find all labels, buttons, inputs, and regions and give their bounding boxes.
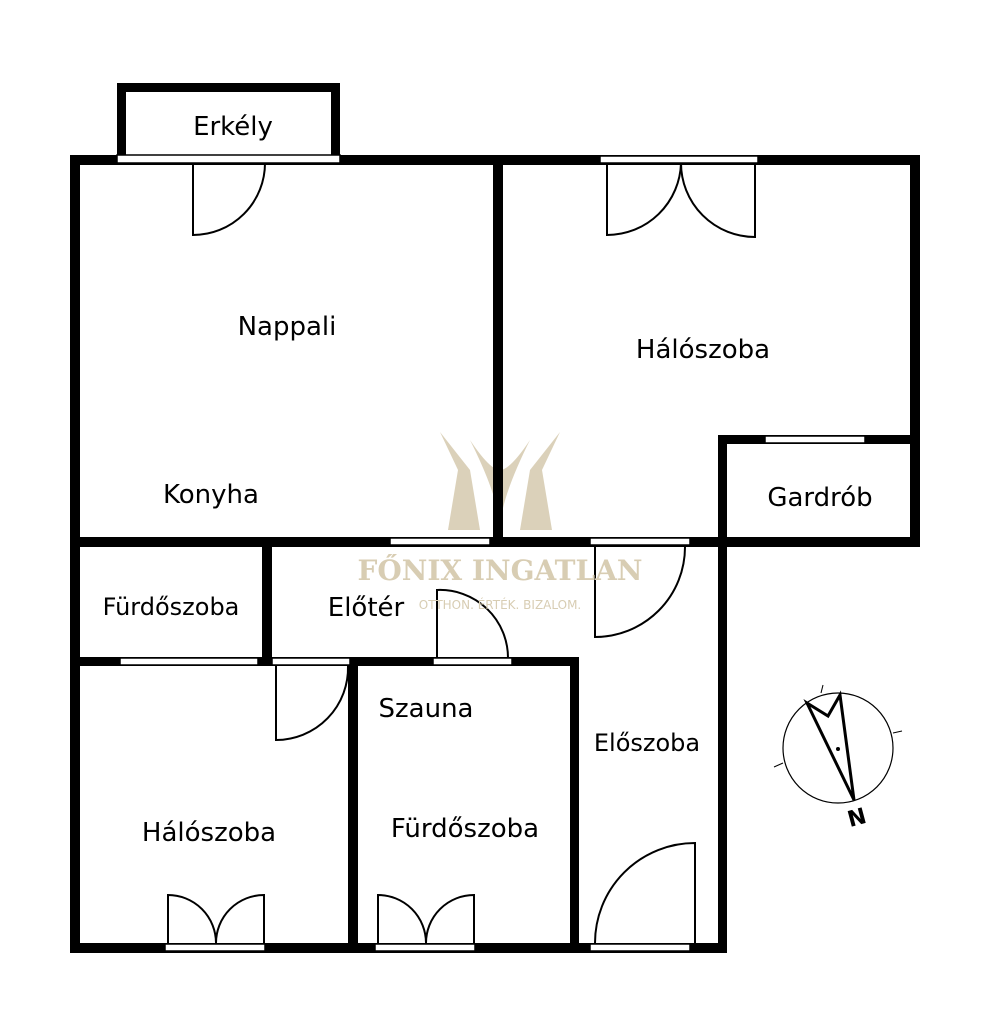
room-label-haloszoba-bottom: Hálószoba: [142, 818, 276, 848]
room-label-haloszoba-top: Hálószoba: [636, 335, 770, 365]
watermark-tagline: OTTHON. ÉRTÉK. BIZALOM.: [419, 597, 582, 612]
room-label-eloter: Előtér: [328, 593, 405, 623]
openings: [116, 154, 866, 952]
doors: [167, 162, 756, 944]
room-label-gardrob: Gardrób: [767, 483, 872, 513]
compass-icon: N: [773, 684, 903, 833]
room-label-szauna: Szauna: [379, 694, 474, 724]
room-label-furdoszoba-small: Fürdőszoba: [103, 593, 240, 621]
room-label-erkely: Erkély: [193, 112, 273, 142]
watermark-brand: FŐNIX INGATLAN: [357, 553, 642, 587]
room-label-konyha: Konyha: [163, 480, 259, 510]
compass-north-label: N: [845, 804, 869, 833]
room-label-eloszoba: Előszoba: [594, 729, 700, 757]
room-label-furdoszoba-big: Fürdőszoba: [391, 814, 539, 844]
room-label-nappali: Nappali: [238, 312, 337, 342]
